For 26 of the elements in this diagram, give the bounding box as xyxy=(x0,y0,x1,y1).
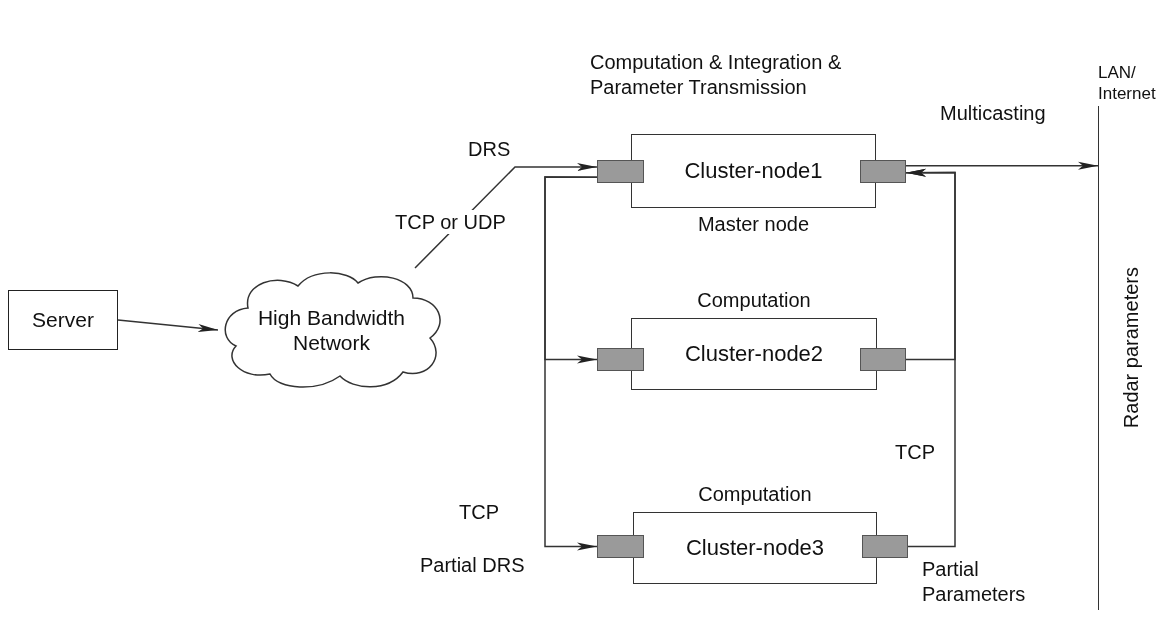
node-caption: Master node xyxy=(696,212,811,237)
role-label: Computation & Integration & Parameter Transmission xyxy=(590,50,843,100)
arrow xyxy=(905,161,1099,170)
network-label: LAN/ Internet xyxy=(1098,62,1157,104)
bus-label: Radar parameters xyxy=(1120,267,1143,429)
port-block xyxy=(860,160,906,183)
signal-label: Partial DRS xyxy=(420,553,525,578)
network-label: High Bandwidth Network xyxy=(256,304,407,356)
port-block xyxy=(597,535,644,558)
role-label: Computation xyxy=(696,288,812,313)
port-block xyxy=(860,348,906,371)
port-block xyxy=(597,348,644,371)
arrow xyxy=(544,176,598,551)
server-box xyxy=(8,290,118,350)
arrow xyxy=(905,168,956,548)
role-label: Computation xyxy=(697,482,813,507)
server-label: Server xyxy=(32,308,94,332)
arrow xyxy=(117,319,219,332)
cluster-node-label: Cluster-node3 xyxy=(685,535,825,561)
signal-label: Partial Parameters xyxy=(922,557,1027,607)
signal-label: DRS xyxy=(468,137,511,162)
port-block xyxy=(862,535,908,558)
cluster-node-label: Cluster-node1 xyxy=(684,158,823,184)
port-block xyxy=(597,160,644,183)
edge-label: TCP or UDP xyxy=(393,210,508,234)
cluster-node-label: Cluster-node2 xyxy=(684,341,824,367)
